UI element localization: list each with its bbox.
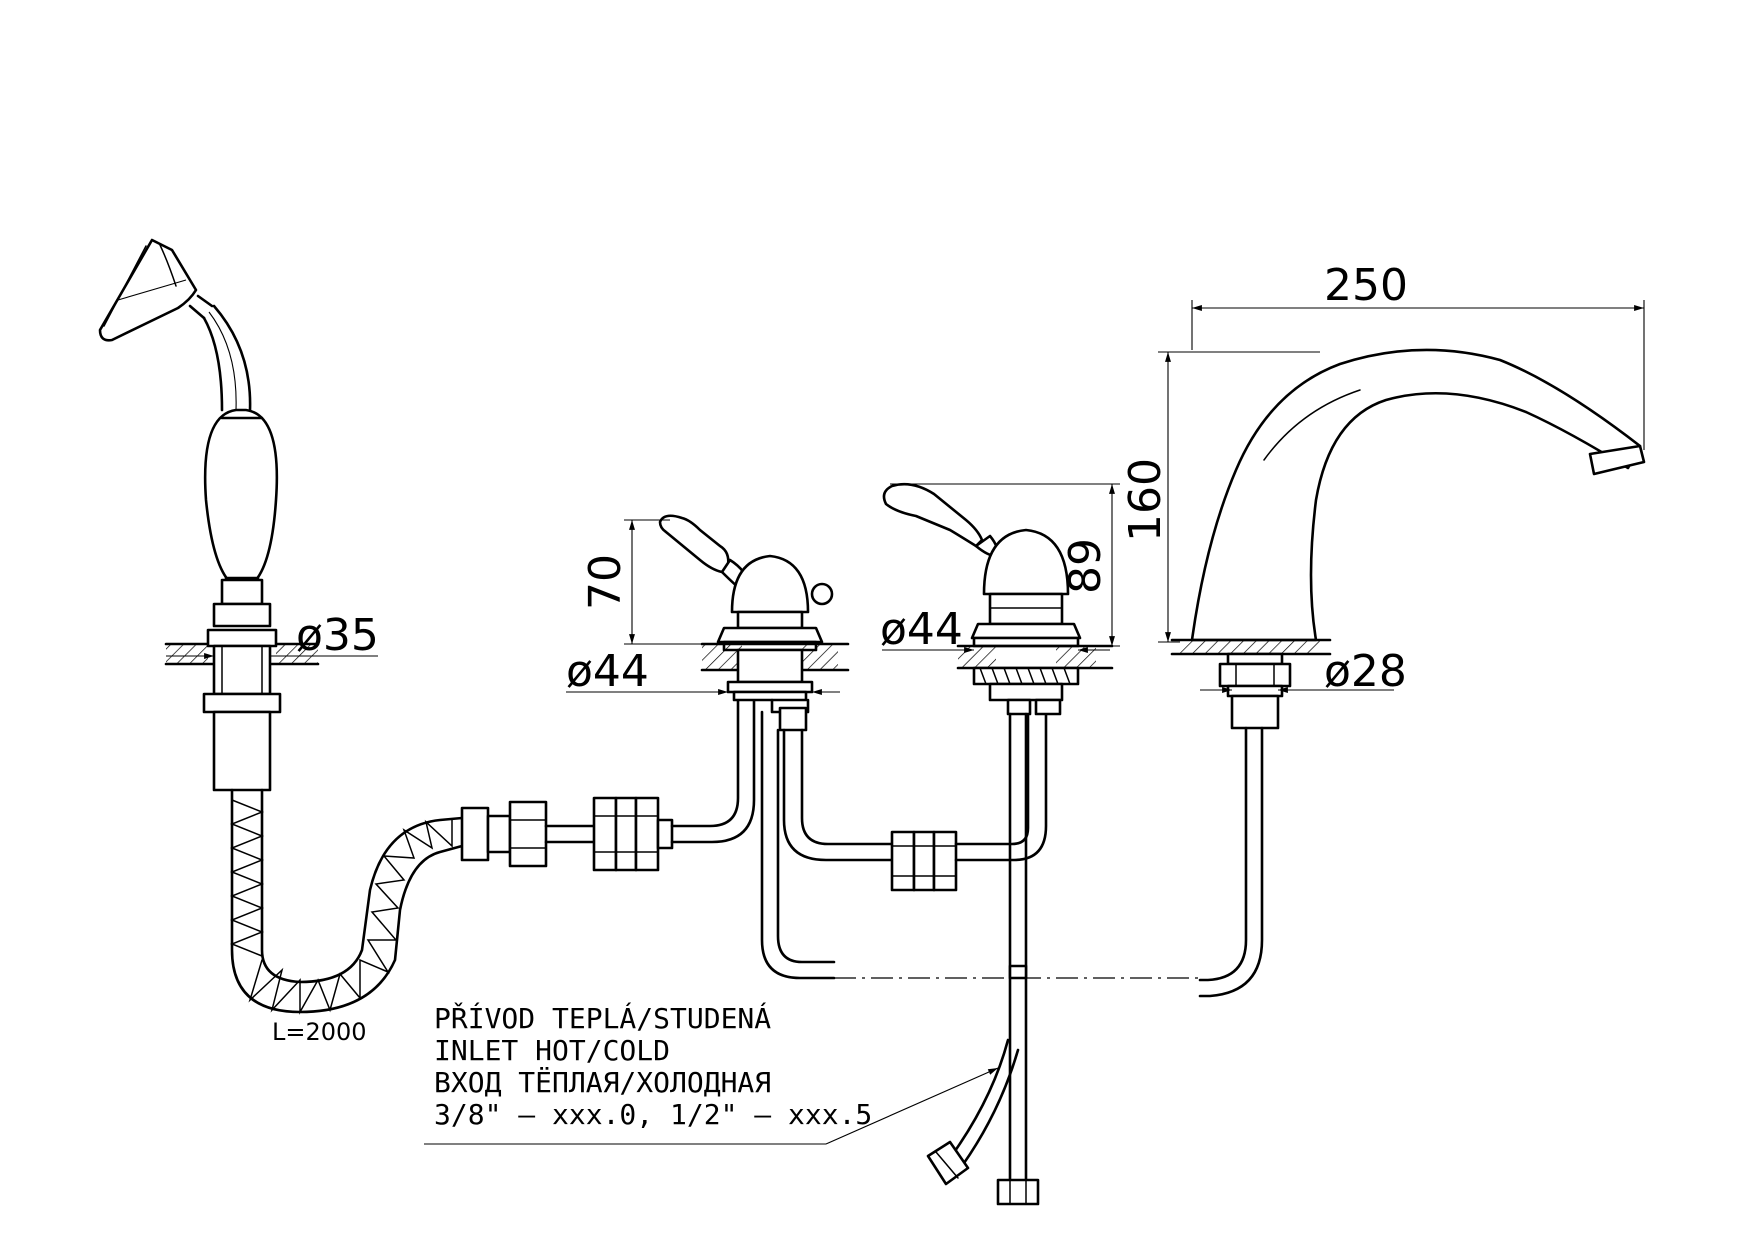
inlet-note: PŘÍVOD TEPLÁ/STUDENÁ INLET HOT/COLD ВХОД… xyxy=(424,1001,999,1145)
dim-spout-width: 250 xyxy=(1324,260,1408,311)
hose-length-label: L=2000 xyxy=(272,1018,367,1046)
dim-left-handle-height: 70 xyxy=(580,554,631,610)
dim-spout-diameter: ø28 xyxy=(1324,646,1407,697)
spout xyxy=(1170,348,1646,998)
dim-left-valve-diameter: ø44 xyxy=(566,646,649,697)
crossover-connector xyxy=(890,710,1048,892)
dimension-lines xyxy=(166,300,1645,695)
dim-shower-diameter: ø35 xyxy=(296,610,379,661)
dim-right-valve-diameter: ø44 xyxy=(880,604,963,655)
dim-spout-height: 160 xyxy=(1120,458,1171,542)
hand-shower xyxy=(98,238,320,792)
left-valve xyxy=(658,514,894,980)
inlet-note-line-2: INLET HOT/COLD xyxy=(434,1034,670,1067)
inlet-note-line-4: 3/8" – xxx.0, 1/2" – xxx.5 xyxy=(434,1098,872,1131)
dim-right-handle-height: 89 xyxy=(1060,538,1111,594)
inlet-note-line-3: ВХОД ТЁПЛАЯ/ХОЛОДНАЯ xyxy=(434,1066,771,1099)
shower-hose xyxy=(229,698,756,1015)
inlet-note-line-1: PŘÍVOD TEPLÁ/STUDENÁ xyxy=(434,1001,771,1035)
right-valve xyxy=(882,482,1114,1206)
